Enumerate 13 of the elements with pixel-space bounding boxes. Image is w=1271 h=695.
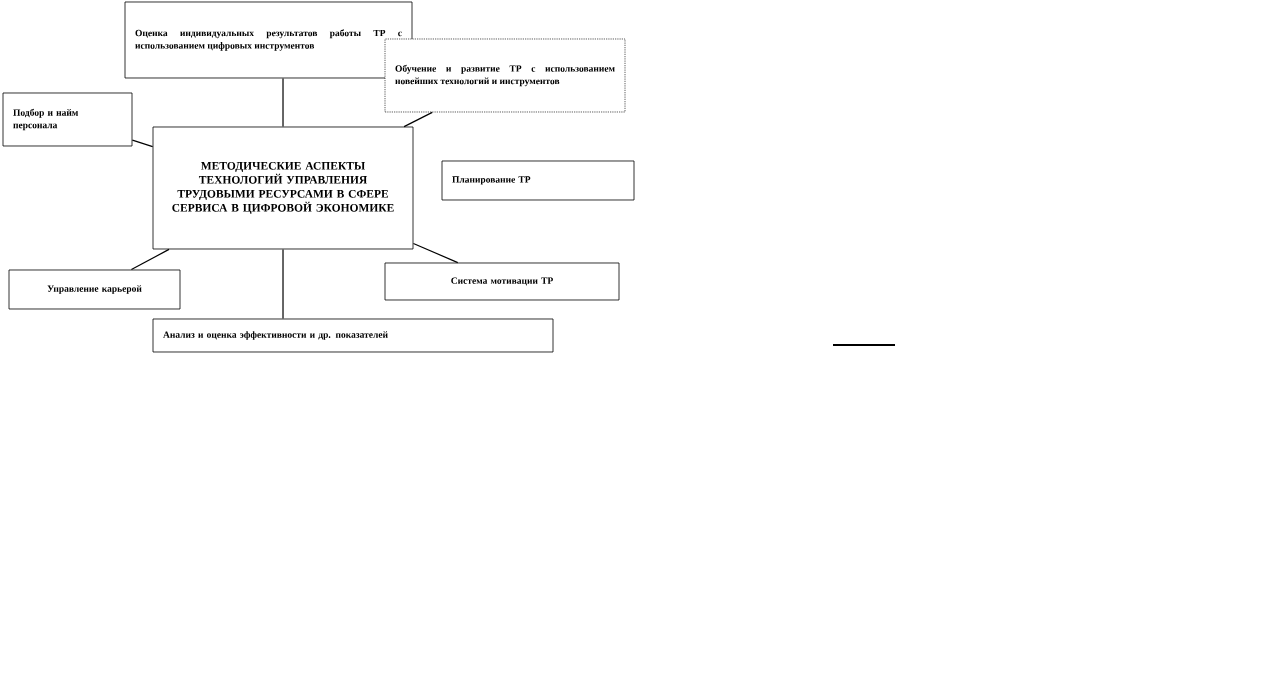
title-box: МЕТОДИЧЕСКИЕ АСПЕКТЫ ТЕХНОЛОГИЙ УПРАВЛЕНИЯ ТРУДОВЫМИ РЕСУРСАМИ В СФЕРЕ СЕРВИСА В ЦИФРОВОЙ ЭКОНОМИКЕ: [152, 126, 414, 250]
topic-box: Управление карьерой: [8, 269, 181, 310]
connector-line: [130, 248, 170, 271]
connector-line: [282, 77, 284, 128]
connector-line: [131, 139, 154, 148]
topic-box: Анализ и оценка эффективности и др. показателей: [152, 318, 554, 353]
topic-box: Обучение и развитие ТР с использованием новейших технологий и инструментов: [384, 38, 626, 113]
connector-line: [403, 111, 433, 128]
connector-line: [412, 242, 459, 264]
topic-box: Система мотивации ТР: [384, 262, 620, 301]
topic-box: Подбор и найм персонала: [2, 92, 133, 147]
connector-line: [282, 248, 284, 320]
topic-box: Планирование ТР: [441, 160, 635, 201]
